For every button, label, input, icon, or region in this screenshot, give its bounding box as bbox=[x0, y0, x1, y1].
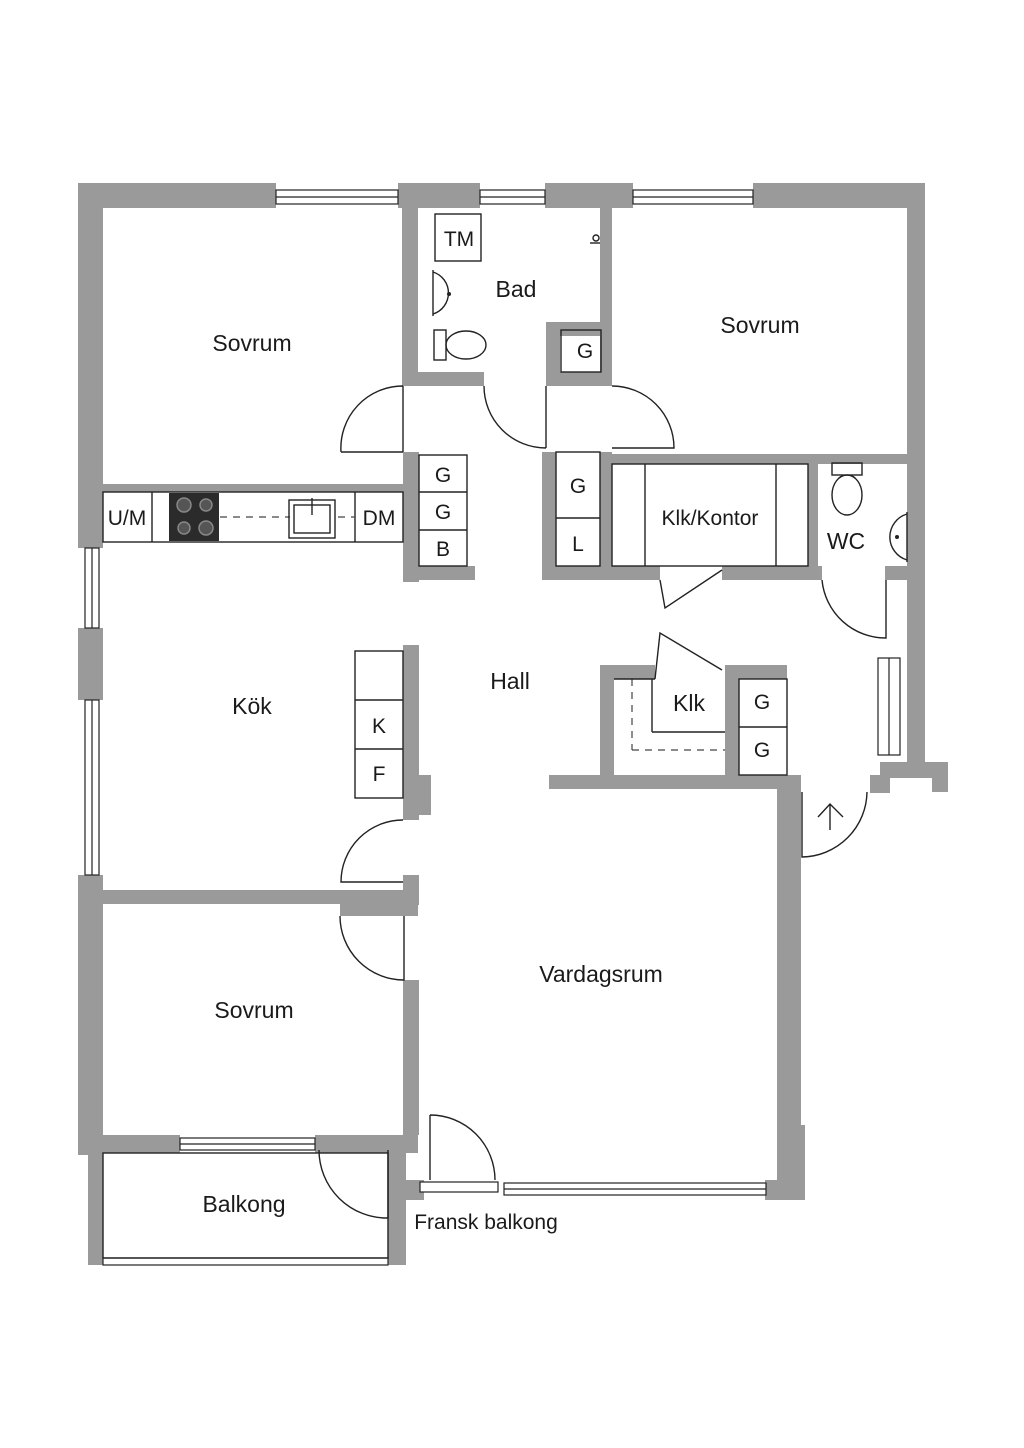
room-label-balkong: Balkong bbox=[202, 1191, 285, 1217]
room-label-sovrum-bottom: Sovrum bbox=[214, 997, 293, 1023]
fixture-label-tm: TM bbox=[444, 228, 474, 251]
wc-sink-icon bbox=[889, 512, 908, 562]
tm-box bbox=[434, 213, 482, 262]
toilet-icon bbox=[433, 329, 487, 361]
windows bbox=[84, 189, 901, 1266]
fixture-label-hall-g3: G bbox=[570, 475, 586, 498]
fixture-label-hall-l: L bbox=[572, 533, 584, 556]
room-label-hall: Hall bbox=[490, 668, 530, 694]
bath-sink-icon bbox=[432, 270, 450, 316]
fixture-label-hall-g2: G bbox=[435, 501, 451, 524]
fixtures bbox=[102, 213, 908, 1259]
room-label-bad: Bad bbox=[496, 276, 537, 302]
wc-toilet-icon bbox=[831, 462, 863, 516]
fixture-label-hall-b: B bbox=[436, 538, 450, 561]
room-label-klk: Klk bbox=[673, 690, 705, 716]
shower-icon bbox=[590, 234, 600, 244]
stove-icon bbox=[169, 493, 219, 541]
room-label-klk-kontor: Klk/Kontor bbox=[662, 507, 759, 530]
labels: Sovrum Bad Sovrum Klk/Kontor WC Kök Hall… bbox=[108, 228, 865, 1234]
room-label-kok: Kök bbox=[232, 693, 272, 719]
room-label-sovrum-top-left: Sovrum bbox=[212, 330, 291, 356]
fixture-label-kok-k: K bbox=[372, 715, 386, 738]
room-label-sovrum-top-right: Sovrum bbox=[720, 312, 799, 338]
fixture-label-klk-g2: G bbox=[754, 739, 770, 762]
room-label-wc: WC bbox=[827, 528, 865, 554]
fixture-label-bad-g: G bbox=[577, 340, 593, 363]
fixture-label-dm: DM bbox=[363, 507, 396, 530]
fixture-label-hall-g1: G bbox=[435, 464, 451, 487]
fixture-label-klk-g1: G bbox=[754, 691, 770, 714]
fixture-label-um: U/M bbox=[108, 507, 147, 530]
room-label-vardagsrum: Vardagsrum bbox=[539, 961, 663, 987]
doors bbox=[318, 385, 887, 1219]
room-label-fransk-balkong: Fransk balkong bbox=[414, 1211, 558, 1234]
kitchen-sink-icon bbox=[288, 498, 336, 539]
walls bbox=[78, 183, 948, 1265]
fixture-label-kok-f: F bbox=[373, 763, 386, 786]
